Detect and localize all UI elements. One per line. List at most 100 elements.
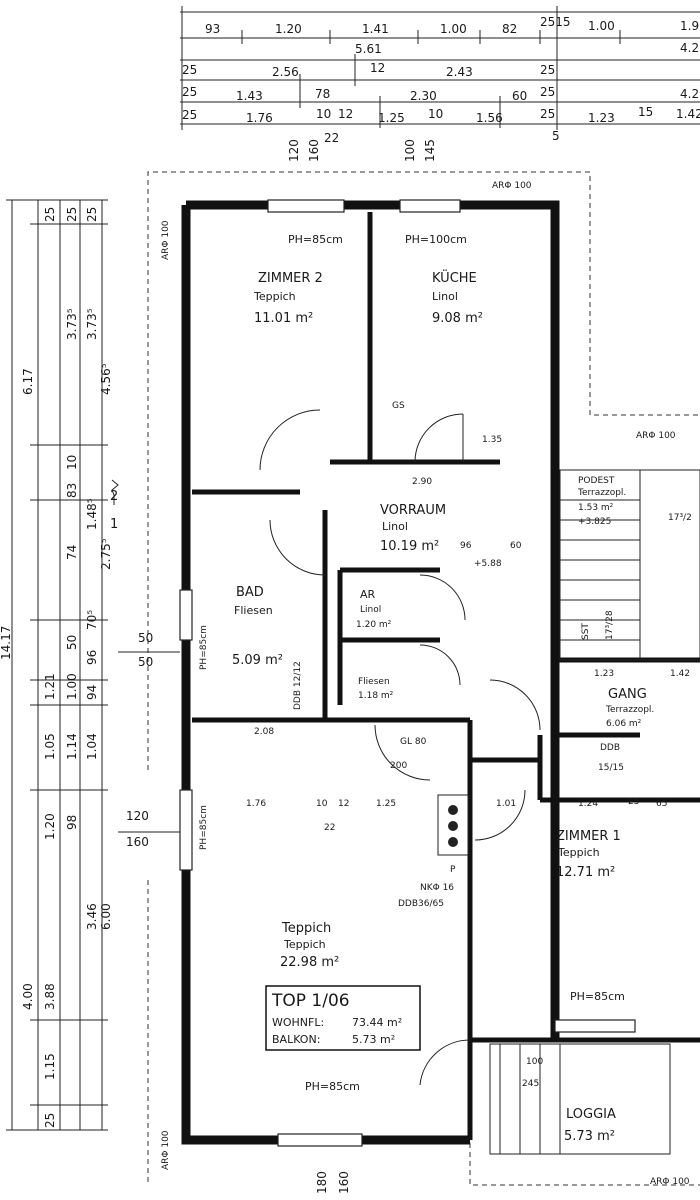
idim-101: 1.01	[496, 799, 516, 809]
room-area: 11.01 m²	[254, 311, 313, 326]
stair-label-3: 17³/2	[668, 513, 692, 523]
open-top-100: 100	[403, 139, 417, 162]
dim-left-c4-3: 1.48⁵	[85, 498, 99, 530]
dim-left-c2-0: 25	[43, 207, 57, 222]
dim-left-c3-2: 10	[65, 455, 79, 470]
idim-100: 100	[526, 1057, 543, 1067]
idim-200: 200	[390, 761, 407, 771]
dim-left-c2-1: 1.21	[43, 673, 57, 700]
top-dimension-chains: 93 1.20 1.41 1.00 82 2515 1.00 1.90 5.61…	[180, 6, 700, 145]
room-floor: Fliesen	[358, 677, 390, 687]
dim-left-c3-12: 98	[65, 815, 79, 830]
room-podest: PODEST Terrazzopl. 1.53 m² +3.825	[577, 476, 626, 527]
room-wohnen: Teppich Teppich 22.98 m²	[280, 921, 339, 970]
left-dimension-chains: 6.17 4.00 14.17 1.21 1.05 1.20 3.88 1.15…	[0, 199, 119, 1131]
idim-10: 10	[316, 799, 328, 809]
idim-176: 1.76	[246, 799, 266, 809]
room-floor: Fliesen	[234, 604, 273, 617]
summary-label-balkon: BALKON:	[272, 1033, 320, 1046]
dim-r3-2: 2.56	[272, 65, 299, 79]
ar-note-left: ARΦ 100	[161, 220, 171, 260]
dim-left-c3-3: 83	[65, 483, 79, 498]
room-area: 5.09 m²	[232, 653, 283, 668]
win-note-wohn: PH=85cm	[199, 805, 209, 850]
idim-208: 2.08	[254, 727, 274, 737]
dim-top-1: 93	[205, 22, 220, 36]
room-name: GANG	[608, 687, 647, 702]
dim-left-c3-5: 74	[65, 545, 79, 560]
room-name: AR	[360, 588, 376, 601]
dim-r3-4: 2.43	[446, 65, 473, 79]
room-area: 22.98 m²	[280, 955, 339, 970]
dim-left-c4-8: 94	[85, 685, 99, 700]
dim-r5-sub: 22	[324, 131, 339, 145]
dim-left-c2-2: 1.05	[43, 733, 57, 760]
idim-65: 65	[656, 799, 667, 809]
p-note: P	[450, 865, 456, 875]
room-vorraum: VORRAUM Linol 10.19 m²	[380, 503, 446, 554]
dim-r5-3: 10	[316, 107, 331, 121]
dim-r5-12: 5	[552, 129, 560, 143]
open-top-145: 145	[423, 139, 437, 162]
room-zimmer2: ZIMMER 2 Teppich 11.01 m²	[253, 271, 323, 326]
room-floor: Linol	[382, 520, 408, 533]
idim-125: 1.25	[376, 799, 396, 809]
summary-box: TOP 1/06 WOHNFL: 73.44 m² BALKON: 5.73 m…	[265, 985, 421, 1051]
room-floor: Linol	[432, 290, 458, 303]
dim-r5-8: 25	[540, 107, 555, 121]
dim-top-8: 1.90	[680, 19, 700, 33]
idim-135: 1.35	[482, 435, 502, 445]
idim-245: 245	[522, 1079, 539, 1089]
ar-note-loggia: ARΦ 100	[650, 1177, 690, 1187]
nk-note: NKΦ 16	[420, 883, 454, 893]
dim-r5-11: 1.42	[676, 107, 700, 121]
room-name: KÜCHE	[432, 269, 477, 286]
ddb-bad: DDB 12/12	[293, 661, 303, 710]
section-mark-1: 1	[110, 517, 118, 532]
dim-left-c5-2: 2.75⁵	[99, 538, 113, 570]
room-name: ZIMMER 2	[258, 271, 323, 286]
room-name: ZIMMER 1	[556, 829, 621, 844]
opening-dims: 120 160 100 145 50 50 120 160 180 160	[126, 139, 437, 1194]
idim-123: 1.23	[594, 669, 614, 679]
dim-top-total-right: 4.20	[680, 41, 700, 55]
dim-top-4: 1.00	[440, 22, 467, 36]
room-zimmer1: ZIMMER 1 Teppich 12.71 m²	[556, 829, 621, 880]
summary-title: TOP 1/06	[271, 991, 350, 1011]
stair-label-2: SST	[581, 623, 591, 640]
dim-top-7: 1.00	[588, 19, 615, 33]
ar-note-bottom: ARΦ 100	[161, 1130, 171, 1170]
dim-top-2: 1.20	[275, 22, 302, 36]
dim-top-5: 82	[502, 22, 517, 36]
dim-r5-10: 15	[638, 105, 653, 119]
section-mark-2: 2	[110, 489, 118, 504]
idim-142: 1.42	[670, 669, 690, 679]
dim-left-c3-0: 25	[65, 207, 79, 222]
idim-12: 12	[338, 799, 349, 809]
dim-r4-3: 78	[315, 87, 330, 101]
dim-left-c4-1: 3.73⁵	[85, 308, 99, 340]
room-bad: BAD Fliesen 5.09 m² DDB 12/12	[232, 585, 303, 710]
open-left-50a: 50	[138, 631, 153, 645]
dim-r4-2: 1.43	[236, 89, 263, 103]
dim-r5-7: 1.56	[476, 111, 503, 125]
dim-left-c2-6: 25	[43, 1113, 57, 1128]
dim-r5-2: 1.76	[246, 111, 273, 125]
idim-60: 60	[510, 541, 522, 551]
win-note-bad: PH=85cm	[199, 625, 209, 670]
room-area: 1.53 m²	[578, 503, 614, 513]
windows: PH=85cm PH=100cm PH=85cm PH=85cm PH=85cm…	[179, 199, 636, 1147]
dim-r3-5: 25	[540, 63, 555, 77]
dim-top-6: 2515	[540, 15, 571, 29]
room-loggia: LOGGIA 5.73 m²	[489, 1043, 671, 1155]
stairwell: 17³/28 SST 17³/2	[559, 469, 700, 661]
dim-r4-6: 25	[540, 85, 555, 99]
room-ar: AR Linol 1.20 m²	[356, 588, 392, 630]
win-note-bottom: PH=85cm	[305, 1080, 360, 1093]
idim-124: 1.24	[578, 799, 598, 809]
dim-left-c3-1: 3.73⁵	[65, 308, 79, 340]
ddb-gang: DDB	[600, 743, 620, 753]
dim-left-c3-7: 50	[65, 635, 79, 650]
dim-r4-4: 2.30	[410, 89, 437, 103]
open-top-160: 160	[307, 139, 321, 162]
